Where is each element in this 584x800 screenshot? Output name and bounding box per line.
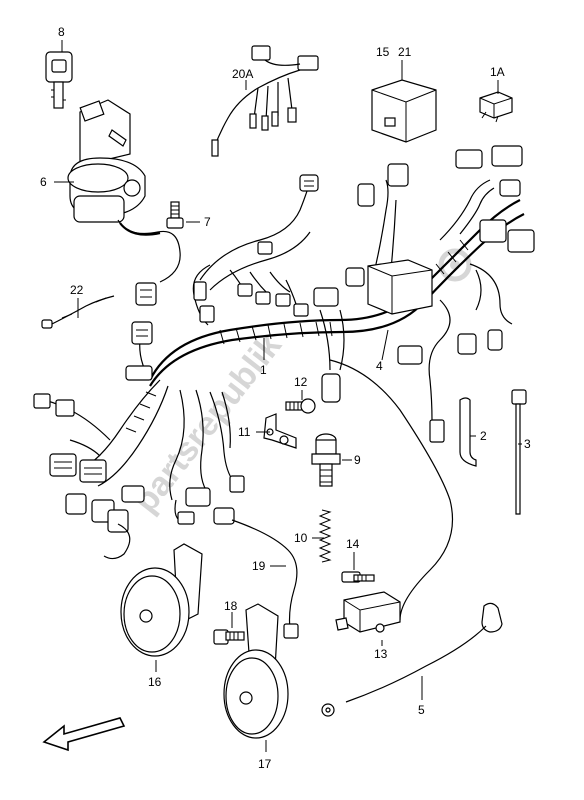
label-22: 22 [70,283,84,297]
cable-tie-3 [511,389,527,515]
clamp-2 [459,397,477,467]
label-14: 14 [346,537,360,551]
bolt-18 [213,629,245,645]
label-4: 4 [376,359,383,373]
front-direction-arrow-icon [42,717,126,752]
neutral-switch-9 [311,433,341,487]
part-labels: 8 20A 15 21 1A 6 7 22 1 4 12 11 9 2 3 10… [40,25,531,771]
sub-harness-20a [211,45,319,157]
label-13: 13 [374,647,388,661]
ignition-key [45,51,73,109]
leader-lines [54,40,522,752]
label-15: 15 [376,45,390,59]
label-21: 21 [398,45,412,59]
label-16: 16 [148,675,162,689]
label-11: 11 [238,425,251,439]
label-18: 18 [224,599,238,613]
label-9: 9 [354,453,361,467]
label-19: 19 [252,559,266,573]
label-17: 17 [258,757,272,771]
spring-10 [318,509,332,563]
wire-22 [41,295,115,329]
label-7: 7 [204,215,211,229]
label-6: 6 [40,175,47,189]
main-wiring-harness [33,145,535,621]
switch-13 [335,591,401,633]
ignition-switch [67,99,181,306]
screw-14 [341,571,375,583]
label-10: 10 [294,531,308,545]
wire-5 [321,602,503,717]
horn-16 [120,543,203,657]
relay-15-21 [371,79,437,143]
connector-1a [479,91,513,123]
screw-12 [285,398,316,414]
label-20a: 20A [232,67,253,81]
label-1: 1 [260,363,267,377]
label-8: 8 [58,25,65,39]
label-3: 3 [524,437,531,451]
label-1a: 1A [490,65,505,79]
screw-7 [166,201,184,229]
horn-17 [223,603,289,739]
wire-19 [213,507,299,639]
label-12: 12 [294,375,308,389]
label-2: 2 [480,429,487,443]
label-5: 5 [418,703,425,717]
bracket-11 [263,413,297,449]
